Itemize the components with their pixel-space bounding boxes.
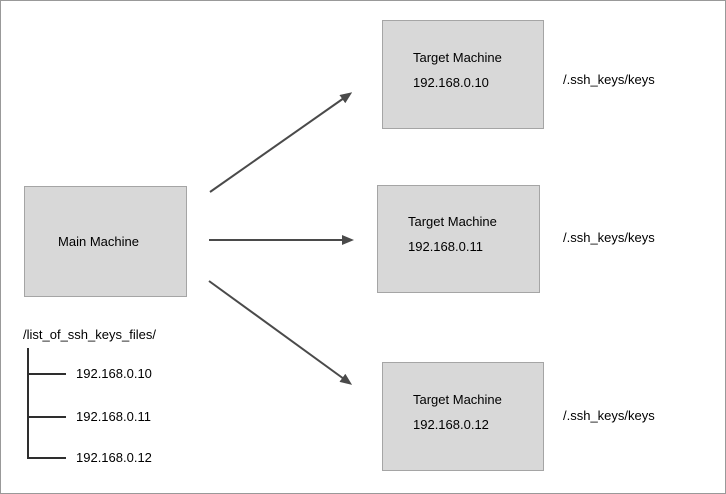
arrow-main-to-target-3 (208, 280, 353, 385)
ssh-key-path-label-1: /.ssh_keys/keys (563, 72, 655, 87)
file-tree-entry-2: 192.168.0.11 (76, 409, 151, 424)
ssh-key-path-label-3: /.ssh_keys/keys (563, 408, 655, 423)
target-machine-ip: 192.168.0.11 (408, 239, 483, 254)
main-machine-label: Main Machine (58, 234, 139, 249)
file-tree-entry-3: 192.168.0.12 (76, 450, 152, 465)
target-machine-title: Target Machine (408, 214, 497, 229)
file-tree-entry-1: 192.168.0.10 (76, 366, 152, 381)
target-machine-node-2: Target Machine 192.168.0.11 (377, 185, 540, 293)
target-machine-ip: 192.168.0.12 (413, 416, 489, 432)
target-machine-title: Target Machine (413, 391, 502, 407)
ssh-key-path-label-2: /.ssh_keys/keys (563, 230, 655, 245)
target-machine-node-1: Target Machine 192.168.0.10 (382, 20, 544, 129)
target-machine-title: Target Machine (413, 49, 502, 65)
main-machine-node: Main Machine (24, 186, 187, 297)
target-machine-node-3: Target Machine 192.168.0.12 (382, 362, 544, 471)
arrow-main-to-target-1 (209, 92, 353, 193)
file-tree-root-label: /list_of_ssh_keys_files/ (23, 327, 156, 342)
target-machine-ip: 192.168.0.10 (413, 74, 489, 90)
